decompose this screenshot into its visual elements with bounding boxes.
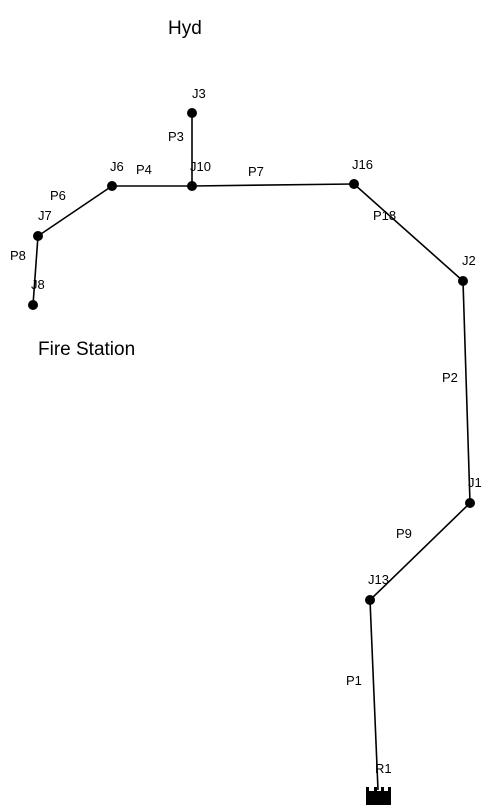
pipe-p1[interactable] (369, 599, 379, 791)
junction-node-j16[interactable] (349, 179, 359, 189)
junction-node-j1[interactable] (465, 498, 475, 508)
pipe-p2[interactable] (462, 280, 471, 504)
pipe-p9[interactable] (369, 502, 471, 601)
junction-node-j2[interactable] (458, 276, 468, 286)
junction-label-j3: J3 (192, 86, 206, 101)
junction-label-j8: J8 (31, 277, 45, 292)
junction-label-j10: J10 (190, 159, 211, 174)
pipe-p8[interactable] (32, 235, 39, 306)
junction-node-j13[interactable] (365, 595, 375, 605)
pipe-label-p2: P2 (442, 370, 458, 385)
junction-node-j8[interactable] (28, 300, 38, 310)
pipe-p6[interactable] (37, 185, 113, 237)
junction-label-j13: J13 (368, 572, 389, 587)
junction-node-j7[interactable] (33, 231, 43, 241)
pipe-label-p7: P7 (248, 164, 264, 179)
junction-node-j10[interactable] (187, 181, 197, 191)
pipe-p18[interactable] (353, 183, 464, 282)
pipe-label-p18: P18 (373, 208, 396, 223)
junction-node-j3[interactable] (187, 108, 197, 118)
junction-label-j1: J1 (468, 475, 482, 490)
junctions-layer (28, 108, 475, 605)
junction-label-j7: J7 (38, 208, 52, 223)
pipe-label-p4: P4 (136, 162, 152, 177)
pipe-label-p1: P1 (346, 673, 362, 688)
pipe-label-p6: P6 (50, 188, 66, 203)
map-title-hyd: Hyd (168, 18, 202, 39)
junction-label-j6: J6 (110, 159, 124, 174)
pipe-label-p9: P9 (396, 526, 412, 541)
pipe-label-p3: P3 (168, 129, 184, 144)
pipes-layer (32, 113, 471, 791)
reservoir-label-r1: R1 (375, 761, 392, 776)
reservoir-icon (366, 787, 391, 805)
junction-labels-layer: J3 J10 J6 J7 J8 J16 J2 J1 J13 (31, 86, 482, 587)
junction-label-j16: J16 (352, 157, 373, 172)
junction-node-j6[interactable] (107, 181, 117, 191)
pipe-labels-layer: P3 P4 P7 P6 P8 P18 P2 P9 P1 (10, 129, 458, 688)
reservoir-r1[interactable]: R1 (366, 761, 392, 805)
junction-label-j2: J2 (462, 253, 476, 268)
pipe-p7[interactable] (191, 183, 355, 187)
map-title-fire-station: Fire Station (38, 339, 135, 360)
pipe-label-p8: P8 (10, 248, 26, 263)
